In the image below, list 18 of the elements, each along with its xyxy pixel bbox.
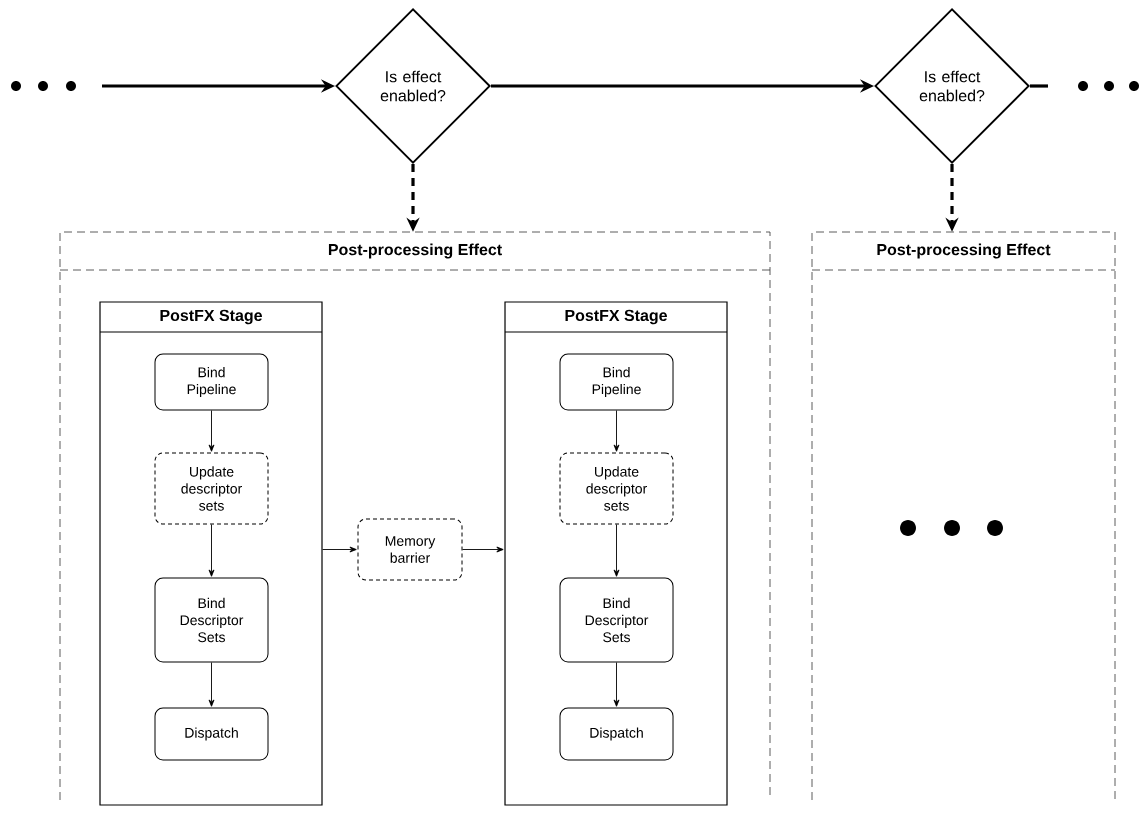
arrow bbox=[208, 524, 215, 577]
arrow bbox=[208, 662, 215, 707]
step-box: Bind Descriptor Sets bbox=[559, 577, 674, 663]
step-box: Update descriptor sets bbox=[559, 452, 674, 525]
arrow bbox=[613, 524, 620, 577]
step-box: Bind Descriptor Sets bbox=[154, 577, 269, 663]
step-box: Dispatch bbox=[559, 707, 674, 761]
effect-panel: Post-processing Effect bbox=[811, 231, 1116, 801]
arrow bbox=[208, 410, 215, 452]
arrow bbox=[613, 410, 620, 452]
arrow bbox=[462, 546, 504, 553]
step-box: Dispatch bbox=[154, 707, 269, 761]
arrow bbox=[613, 662, 620, 707]
step-box: Bind Pipeline bbox=[559, 353, 674, 411]
step-box: Bind Pipeline bbox=[154, 353, 269, 411]
step-box: Update descriptor sets bbox=[154, 452, 269, 525]
arrow bbox=[322, 546, 357, 553]
barrier-box: Memory barrier bbox=[357, 518, 463, 581]
